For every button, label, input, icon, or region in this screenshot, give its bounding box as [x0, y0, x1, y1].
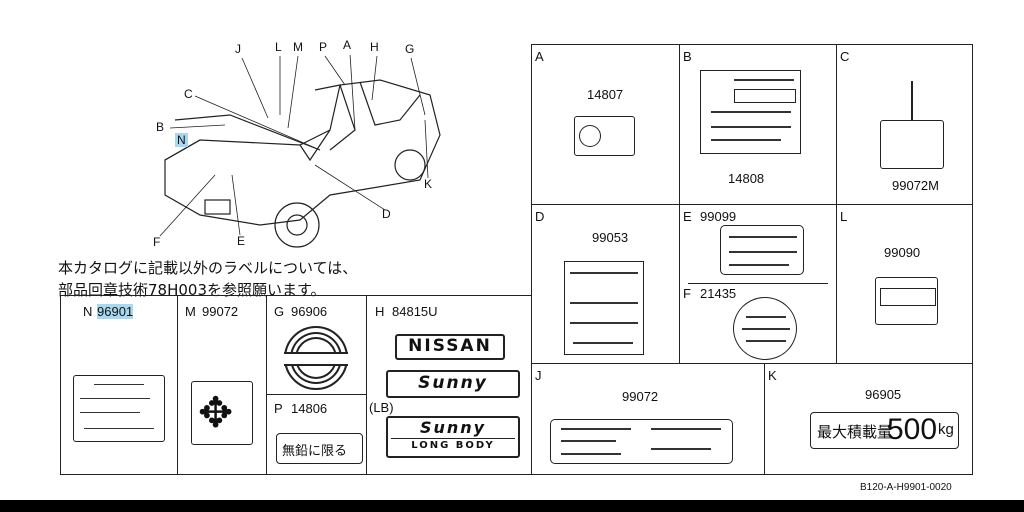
part-number: 14807: [587, 87, 624, 102]
cell-letter: D: [535, 209, 545, 224]
part-number[interactable]: 96901: [97, 304, 134, 319]
cell-letter: C: [840, 49, 850, 64]
callout-h: H: [370, 40, 379, 54]
cell-n: N 96901: [60, 295, 178, 475]
cell-letter: J: [535, 368, 542, 383]
callout-l: L: [275, 40, 282, 54]
label-14807: [574, 116, 635, 156]
cell-letter: A: [535, 49, 544, 64]
part-number: 99053: [592, 230, 629, 245]
cell-l: L 99090: [836, 204, 973, 364]
label-99053: [564, 261, 644, 355]
cell-letter: M: [185, 304, 196, 319]
label-text: 無鉛に限る: [282, 444, 348, 459]
callout-f: F: [153, 235, 161, 249]
truck-illustration: [159, 55, 441, 248]
part-number: 14806: [291, 401, 328, 416]
cell-b: B 14808: [679, 44, 837, 205]
callout-m: M: [293, 40, 303, 54]
cell-letter: E: [683, 209, 692, 224]
part-number: 99090: [884, 245, 921, 260]
footer-code: B120-A-H9901-0020: [860, 482, 952, 493]
four-way-arrows-icon: ✥: [198, 389, 234, 436]
note-line-1: 本カタログに記載以外のラベルについては、: [58, 259, 358, 277]
label-value: 500: [887, 413, 938, 446]
cell-c: C 99072M: [836, 44, 973, 205]
hang-tag: [880, 120, 944, 169]
label-99072m: ✥: [191, 381, 253, 445]
cell-letter: K: [768, 368, 777, 383]
callout-d: D: [382, 207, 391, 221]
part-number: 99072M: [892, 178, 939, 193]
part-number: 99072: [202, 304, 239, 319]
part-number: 99099: [700, 209, 737, 224]
label-14808: [700, 70, 801, 154]
cell-letter: H: [375, 304, 385, 319]
callout-p: P: [319, 40, 328, 54]
badge-long-body-text: LONG BODY: [391, 438, 515, 452]
cell-letter: G: [274, 304, 285, 319]
cell-letter: P: [274, 401, 283, 416]
callout-b: B: [156, 120, 165, 134]
callout-c: C: [184, 87, 193, 101]
label-99099: [720, 225, 804, 275]
divider: [688, 283, 828, 284]
cell-p: P 14806 無鉛に限る: [266, 394, 367, 475]
part-number: 21435: [700, 286, 737, 301]
label-unit: kg: [938, 421, 954, 438]
cell-m: M 99072 ✥: [177, 295, 267, 475]
label-text: 最大積載量: [817, 423, 893, 441]
part-number: 14808: [728, 171, 765, 186]
badge-nissan: NISSAN: [395, 334, 505, 360]
label-max-load: 最大積載量 500 kg: [810, 412, 959, 449]
note-line-2: 部品回章技術78H003を参照願います。: [58, 281, 326, 299]
cell-e-f: E 99099 F 21435: [679, 204, 837, 364]
callout-j: J: [235, 42, 241, 56]
callout-g: G: [405, 42, 415, 56]
label-unleaded: 無鉛に限る: [276, 433, 363, 464]
part-number: 84815U: [392, 304, 438, 319]
cell-a: A 14807: [531, 44, 680, 205]
callout-e: E: [237, 234, 246, 248]
badge-sunny-long-body: Sunny LONG BODY: [386, 416, 520, 458]
badge-sunny-text: Sunny: [419, 418, 487, 437]
bottom-bar: [0, 500, 1024, 512]
label-96901: [73, 375, 165, 442]
nissan-emblem-icon: [284, 326, 348, 390]
part-number: 96905: [865, 387, 902, 402]
label-99090: [875, 277, 938, 325]
badge-sunny: Sunny: [386, 370, 520, 398]
callout-a: A: [343, 38, 352, 52]
seal-icon: [579, 125, 601, 147]
cell-letter: L: [840, 209, 848, 224]
cell-g: G 96906: [266, 295, 367, 395]
callout-n[interactable]: N: [175, 133, 188, 147]
part-number: 96906: [291, 304, 328, 319]
part-number: 99072: [622, 389, 659, 404]
cell-d: D 99053: [531, 204, 680, 364]
cell-letter: N: [83, 304, 93, 319]
cell-k: K 96905 最大積載量 500 kg: [764, 363, 973, 475]
cell-j: J 99072: [531, 363, 765, 475]
string-icon: [911, 81, 913, 121]
cell-letter: B: [683, 49, 692, 64]
cell-letter: F: [683, 286, 691, 301]
callout-k: K: [424, 177, 433, 191]
label-99072: [550, 419, 733, 464]
cell-h: H 84815U NISSAN Sunny (LB) Sunny LONG BO…: [366, 295, 532, 475]
variant-label: (LB): [369, 400, 394, 415]
label-21435: [733, 297, 797, 360]
